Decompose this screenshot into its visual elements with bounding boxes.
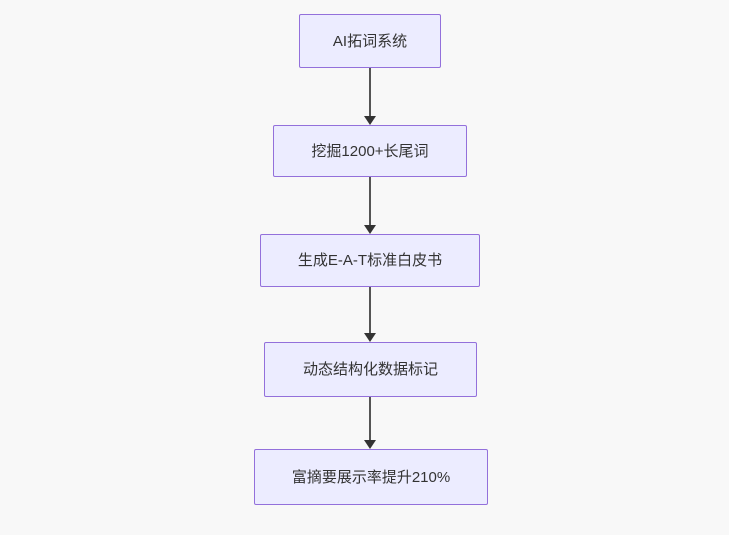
flow-node-longtail-words: 挖掘1200+长尾词 — [273, 125, 467, 177]
flow-edge-1 — [363, 68, 377, 125]
flow-node-label: 动态结构化数据标记 — [302, 361, 438, 378]
arrow-down-icon — [364, 225, 376, 234]
flow-node-ai-system: AI拓词系统 — [299, 14, 441, 68]
flow-node-label: 生成E-A-T标准白皮书 — [297, 252, 443, 269]
flow-node-eat-whitepaper: 生成E-A-T标准白皮书 — [260, 234, 480, 287]
arrow-down-icon — [364, 333, 376, 342]
flow-node-label: AI拓词系统 — [332, 32, 408, 50]
arrow-line — [369, 68, 371, 116]
arrow-line — [369, 397, 371, 440]
flow-node-label: 富摘要展示率提升210% — [291, 468, 451, 486]
flow-node-structured-data: 动态结构化数据标记 — [264, 342, 477, 397]
flow-edge-3 — [363, 287, 377, 342]
flow-node-rich-snippet-rate: 富摘要展示率提升210% — [254, 449, 488, 505]
arrow-down-icon — [364, 116, 376, 125]
arrow-down-icon — [364, 440, 376, 449]
arrow-line — [369, 177, 371, 225]
flow-node-label: 挖掘1200+长尾词 — [311, 142, 429, 160]
flow-edge-2 — [363, 177, 377, 234]
flow-edge-4 — [363, 397, 377, 449]
arrow-line — [369, 287, 371, 333]
